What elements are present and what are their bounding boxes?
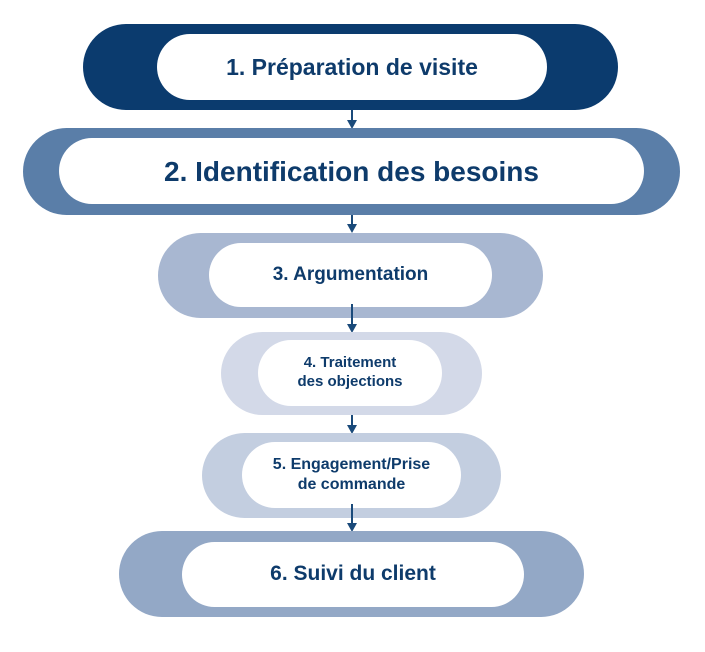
step-4-label: 4. Traitement des objections — [258, 340, 442, 406]
arrow-head-icon — [347, 120, 357, 129]
step-5-label: 5. Engagement/Prise de commande — [242, 442, 461, 508]
arrow-head-icon — [347, 224, 357, 233]
step-2-identification-besoins: 2. Identification des besoins — [23, 128, 680, 215]
arrow-head-icon — [347, 425, 357, 434]
step-5-label-line2: de commande — [297, 476, 406, 493]
arrow-head-icon — [347, 324, 357, 333]
step-3-argumentation: 3. Argumentation — [158, 233, 543, 318]
arrow-shaft — [351, 415, 353, 426]
step-1-preparation-visite: 1. Préparation de visite — [83, 24, 618, 110]
step-5-engagement-prise-commande: 5. Engagement/Prise de commande — [202, 433, 501, 518]
step-4-label-line1: 4. Traitement — [303, 354, 397, 372]
step-1-label: 1. Préparation de visite — [157, 34, 547, 100]
step-6-label: 6. Suivi du client — [182, 542, 524, 607]
step-5-label-line1: 5. Engagement/Prise — [272, 456, 431, 473]
step-4-traitement-objections: 4. Traitement des objections — [221, 332, 482, 415]
arrow-head-icon — [347, 523, 357, 532]
step-2-label: 2. Identification des besoins — [59, 138, 644, 204]
arrow-shaft — [351, 215, 353, 225]
arrow-shaft — [351, 504, 353, 524]
step-3-label: 3. Argumentation — [209, 243, 492, 307]
step-6-suivi-client: 6. Suivi du client — [119, 531, 584, 617]
arrow-shaft — [351, 110, 353, 121]
step-4-label-line2: des objections — [297, 373, 403, 390]
arrow-shaft — [351, 304, 353, 325]
